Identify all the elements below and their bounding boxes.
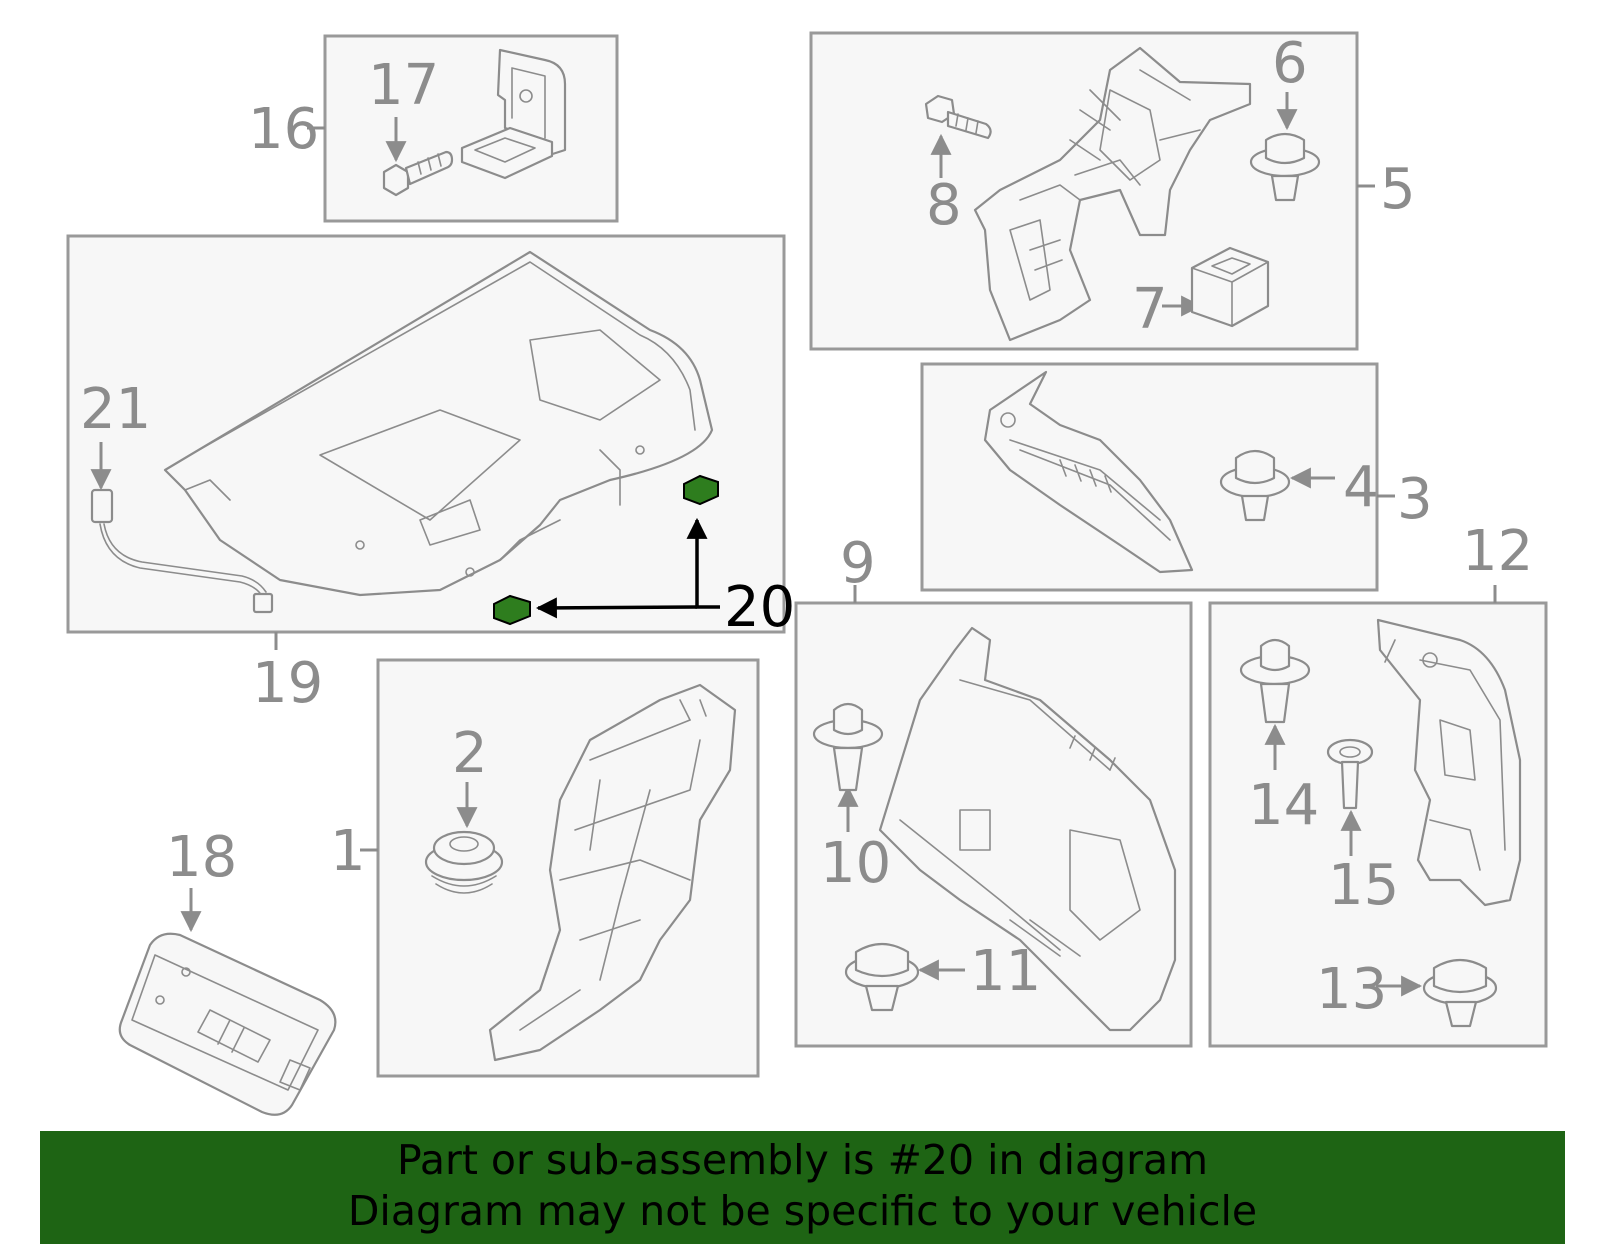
callout-3[interactable]: 3 bbox=[1397, 467, 1433, 532]
nut-7-drawing bbox=[1190, 246, 1270, 328]
callout-15[interactable]: 15 bbox=[1328, 853, 1399, 918]
callout-1[interactable]: 1 bbox=[330, 819, 366, 884]
quarter-trim-1-drawing bbox=[488, 683, 737, 1062]
trim-panel-3-drawing bbox=[983, 370, 1194, 574]
grommet-2-drawing bbox=[424, 830, 504, 894]
part-18-group: 18 bbox=[118, 825, 337, 1116]
callout-20[interactable]: 20 bbox=[724, 575, 795, 640]
callout-17[interactable]: 17 bbox=[368, 53, 439, 118]
part-20-highlighted[interactable] bbox=[493, 474, 719, 626]
callout-7[interactable]: 7 bbox=[1132, 277, 1168, 342]
banner-line-1: Part or sub-assembly is #20 in diagram bbox=[396, 1136, 1209, 1184]
callout-2[interactable]: 2 bbox=[452, 721, 488, 786]
callout-4[interactable]: 4 bbox=[1343, 455, 1379, 520]
bolt-8-drawing bbox=[924, 94, 992, 140]
callout-18[interactable]: 18 bbox=[166, 825, 237, 890]
callout-16[interactable]: 16 bbox=[248, 97, 319, 162]
cable-21-drawing bbox=[90, 488, 274, 614]
floor-cover-19-drawing bbox=[163, 250, 714, 597]
bracket-12-drawing bbox=[1376, 618, 1522, 907]
group-16-box: 16 17 bbox=[248, 34, 619, 223]
callout-9[interactable]: 9 bbox=[840, 531, 876, 596]
callout-14[interactable]: 14 bbox=[1248, 773, 1319, 838]
clip-6-drawing bbox=[1249, 132, 1321, 202]
callout-12[interactable]: 12 bbox=[1462, 519, 1533, 584]
callout-21[interactable]: 21 bbox=[80, 377, 151, 442]
banner-line-2: Diagram may not be specific to your vehi… bbox=[347, 1187, 1258, 1235]
group-3-box: 3 4 bbox=[920, 362, 1433, 592]
trim-panel-9-drawing bbox=[878, 626, 1177, 1032]
callout-13[interactable]: 13 bbox=[1316, 957, 1387, 1022]
clip-14-drawing bbox=[1239, 638, 1311, 724]
side-trim-5-drawing bbox=[973, 46, 1252, 342]
pin-15-drawing bbox=[1326, 738, 1374, 810]
clip-11-drawing bbox=[844, 942, 920, 1012]
callout-19[interactable]: 19 bbox=[252, 651, 323, 716]
info-banner: Part or sub-assembly is #20 in diagram D… bbox=[40, 1131, 1565, 1244]
group-5-box: 5 6 8 7 bbox=[809, 31, 1416, 351]
tray-18-drawing bbox=[118, 932, 337, 1116]
clip-4-drawing bbox=[1219, 449, 1291, 522]
group-9-box: 9 10 11 bbox=[794, 531, 1193, 1048]
group-19-box: 19 21 20 bbox=[66, 234, 795, 716]
bracket-16-drawing bbox=[460, 48, 567, 180]
clip-13-drawing bbox=[1422, 958, 1498, 1028]
callout-5[interactable]: 5 bbox=[1380, 157, 1416, 222]
group-1-box: 1 2 bbox=[330, 658, 760, 1078]
callout-8[interactable]: 8 bbox=[926, 173, 962, 238]
bolt-17-drawing bbox=[382, 150, 454, 197]
callout-6[interactable]: 6 bbox=[1272, 31, 1308, 96]
callout-10[interactable]: 10 bbox=[820, 831, 891, 896]
clip-10-drawing bbox=[812, 702, 884, 792]
group-12-box: 12 14 15 13 bbox=[1208, 519, 1548, 1048]
